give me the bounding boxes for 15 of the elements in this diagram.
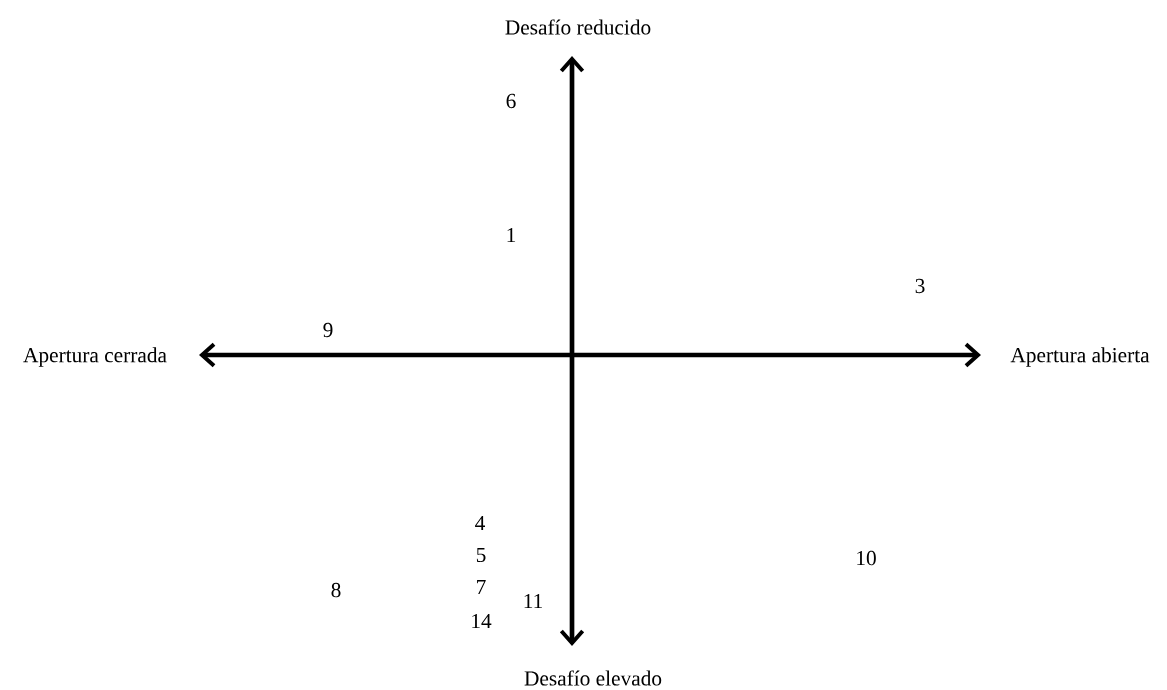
point-number: 5	[476, 547, 486, 563]
point-number: 9	[323, 322, 333, 338]
point-number: 14	[472, 614, 492, 629]
point-number: 10	[857, 550, 876, 566]
point-number: 8	[331, 582, 341, 598]
axis-label: Desafío reducido	[505, 19, 651, 35]
point-number: 11	[524, 594, 542, 609]
axis-label: Desafío elevado	[524, 670, 662, 686]
point-number: 7	[477, 580, 486, 594]
axis-label: Apertura cerrada	[23, 347, 167, 367]
point-number: 1	[507, 227, 516, 243]
axis-label: Apertura abierta	[1010, 347, 1150, 367]
point-number: 3	[915, 278, 925, 294]
point-number: 6	[506, 93, 516, 109]
point-number: 4	[475, 516, 485, 531]
